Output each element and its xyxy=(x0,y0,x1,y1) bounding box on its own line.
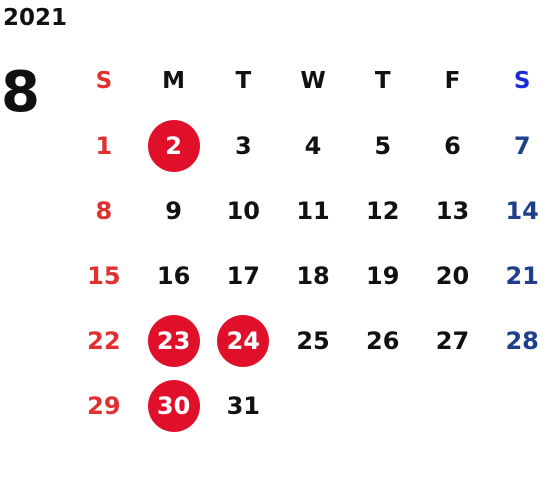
day-number: 22 xyxy=(87,326,121,355)
holiday-highlight-circle: 30 xyxy=(147,379,200,432)
week-row: 29 30 31 xyxy=(69,373,548,438)
day-cell[interactable]: 25 xyxy=(278,308,348,373)
weekday-header-saturday: S xyxy=(513,67,531,94)
day-number: 15 xyxy=(87,261,121,290)
day-cell[interactable]: 16 xyxy=(139,243,209,308)
day-cell[interactable]: 3 xyxy=(208,113,278,178)
day-cell[interactable]: 6 xyxy=(418,113,488,178)
holiday-highlight-circle: 24 xyxy=(217,314,270,367)
day-cell[interactable]: 22 xyxy=(69,308,139,373)
day-number: 12 xyxy=(366,196,400,225)
day-cell[interactable]: 4 xyxy=(278,113,348,178)
day-cell[interactable]: 12 xyxy=(348,178,418,243)
day-number: 21 xyxy=(505,261,539,290)
weekday-header-wednesday: W xyxy=(300,67,326,94)
weekday-header-sunday: S xyxy=(95,67,113,94)
day-number: 17 xyxy=(226,261,260,290)
day-cell[interactable]: 28 xyxy=(487,308,548,373)
holiday-day-number: 24 xyxy=(226,326,260,355)
holiday-highlight-circle: 2 xyxy=(147,119,200,172)
year-label: 2021 xyxy=(3,5,68,31)
day-number: 6 xyxy=(444,131,461,160)
day-number: 9 xyxy=(165,196,182,225)
day-number: 31 xyxy=(226,391,260,420)
weekday-header-row: S M T W T F S xyxy=(69,48,548,113)
day-cell[interactable]: 26 xyxy=(348,308,418,373)
day-cell[interactable]: 9 xyxy=(139,178,209,243)
day-number: 10 xyxy=(226,196,260,225)
day-cell[interactable]: 29 xyxy=(69,373,139,438)
day-number: 25 xyxy=(296,326,330,355)
week-row: 22 23 24 25 26 27 28 xyxy=(69,308,548,373)
week-row: 15 16 17 18 19 20 21 xyxy=(69,243,548,308)
day-number: 28 xyxy=(505,326,539,355)
day-number: 18 xyxy=(296,261,330,290)
day-cell[interactable]: 24 xyxy=(208,308,278,373)
day-cell xyxy=(278,373,348,438)
day-cell[interactable]: 23 xyxy=(139,308,209,373)
day-cell[interactable]: 27 xyxy=(418,308,488,373)
day-cell[interactable]: 20 xyxy=(418,243,488,308)
day-number: 11 xyxy=(296,196,330,225)
weekday-header-friday: F xyxy=(444,67,461,94)
week-row: 8 9 10 11 12 13 14 xyxy=(69,178,548,243)
day-cell[interactable]: 15 xyxy=(69,243,139,308)
day-number: 8 xyxy=(95,196,113,225)
day-number: 19 xyxy=(366,261,400,290)
day-cell[interactable]: 30 xyxy=(139,373,209,438)
holiday-day-number: 30 xyxy=(156,391,191,420)
day-cell xyxy=(487,373,548,438)
day-cell[interactable]: 2 xyxy=(139,113,209,178)
holiday-day-number: 2 xyxy=(165,131,182,160)
day-cell[interactable]: 10 xyxy=(208,178,278,243)
day-number: 5 xyxy=(374,131,392,160)
day-number: 4 xyxy=(304,131,322,160)
day-number: 16 xyxy=(156,261,191,290)
week-row: 1 2 3 4 5 6 7 xyxy=(69,113,548,178)
day-number: 7 xyxy=(513,131,531,160)
day-cell[interactable]: 13 xyxy=(418,178,488,243)
weekday-header-thursday: T xyxy=(374,67,391,94)
day-number: 26 xyxy=(366,326,400,355)
day-cell[interactable]: 8 xyxy=(69,178,139,243)
day-number: 20 xyxy=(435,261,470,290)
day-cell[interactable]: 7 xyxy=(487,113,548,178)
day-cell[interactable]: 5 xyxy=(348,113,418,178)
weekday-header-tuesday: T xyxy=(235,67,252,94)
day-cell[interactable]: 14 xyxy=(487,178,548,243)
day-cell xyxy=(348,373,418,438)
day-number: 1 xyxy=(95,131,113,160)
day-cell[interactable]: 21 xyxy=(487,243,548,308)
day-number: 13 xyxy=(435,196,470,225)
day-number: 27 xyxy=(435,326,470,355)
day-cell[interactable]: 18 xyxy=(278,243,348,308)
month-label: 8 xyxy=(1,60,40,125)
day-cell[interactable]: 1 xyxy=(69,113,139,178)
weekday-header-monday: M xyxy=(162,67,186,94)
day-number: 14 xyxy=(505,196,539,225)
holiday-highlight-circle: 23 xyxy=(147,314,200,367)
day-cell[interactable]: 31 xyxy=(208,373,278,438)
holiday-day-number: 23 xyxy=(156,326,191,355)
day-cell[interactable]: 19 xyxy=(348,243,418,308)
day-cell[interactable]: 17 xyxy=(208,243,278,308)
day-cell xyxy=(418,373,488,438)
day-number: 3 xyxy=(234,131,252,160)
day-number: 29 xyxy=(87,391,121,420)
day-cell[interactable]: 11 xyxy=(278,178,348,243)
